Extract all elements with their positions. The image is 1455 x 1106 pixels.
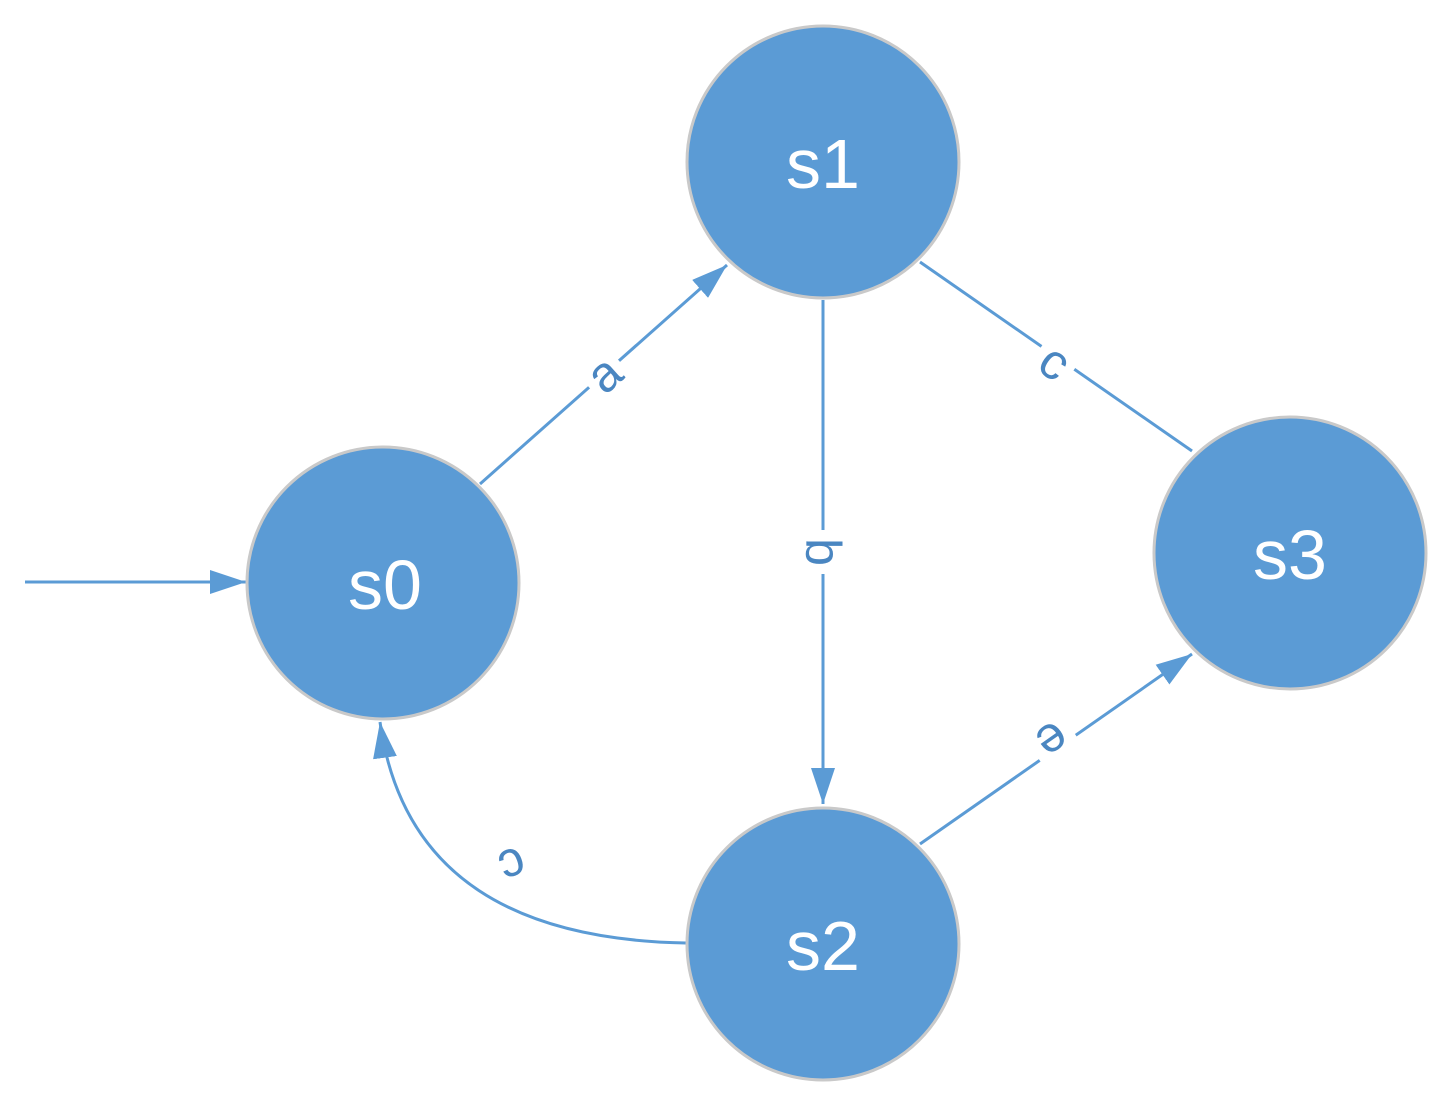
edge-label-b-text: b [795, 538, 851, 566]
state-node-s2[interactable]: s2 [685, 806, 961, 1082]
state-label-s3: s3 [1253, 516, 1327, 594]
edge-s2-s0 [373, 721, 687, 945]
state-circle-s2 [685, 806, 961, 1082]
state-node-s0[interactable]: s0 [245, 445, 521, 721]
edge-label-b: b [795, 530, 853, 574]
edge-label-a: a [570, 339, 633, 404]
state-circle-s3 [1152, 415, 1428, 691]
edge-label-e: e [1021, 708, 1088, 777]
state-node-s3[interactable]: s3 [1152, 415, 1428, 691]
edge-label-c-s1-s3: c [1027, 329, 1087, 392]
state-circle-s1 [685, 24, 961, 300]
state-label-s2: s2 [786, 907, 860, 985]
state-label-s0: s0 [348, 546, 422, 624]
state-circle-s0 [245, 445, 521, 721]
state-label-s1: s1 [786, 125, 860, 203]
state-node-s1[interactable]: s1 [685, 24, 961, 300]
edge-label-c-s2-s0: c [484, 835, 544, 900]
